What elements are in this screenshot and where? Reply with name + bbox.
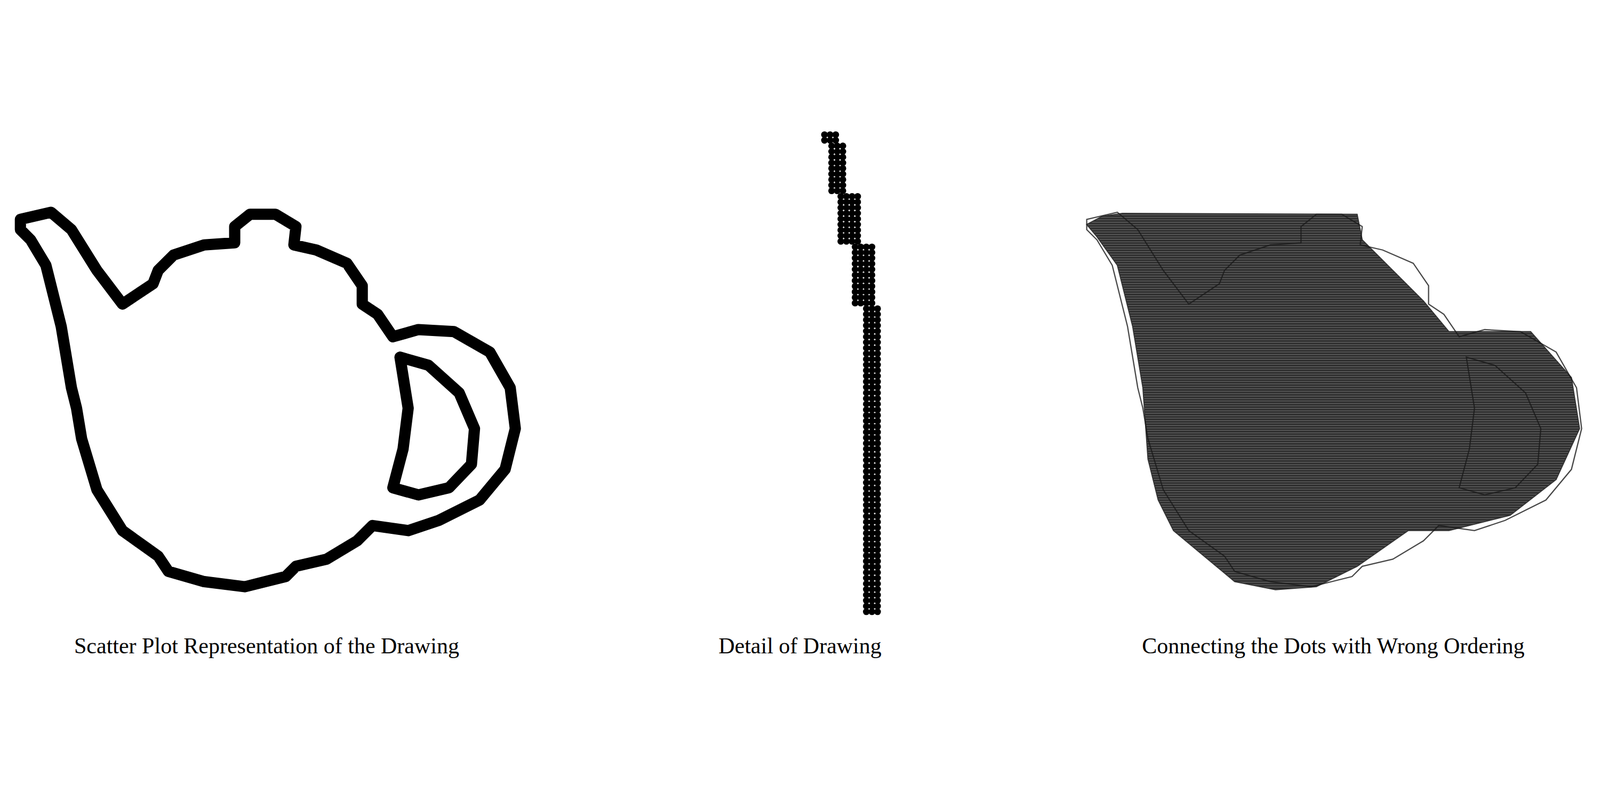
teapot-body: [20, 212, 516, 587]
scanline-fill: [1086, 213, 1580, 590]
drawing-dot: [874, 608, 882, 616]
faint-handle: [1459, 357, 1541, 495]
panel-caption: Connecting the Dots with Wrong Ordering: [1141, 632, 1525, 660]
dot-detail: [821, 131, 882, 615]
panel-caption: Detail of Drawing: [718, 632, 882, 660]
faint-outline: [1086, 212, 1582, 587]
panel-caption: Scatter Plot Representation of the Drawi…: [74, 632, 460, 660]
teapot-outline: [20, 212, 516, 587]
filled-teapot: [1086, 212, 1582, 590]
teapot-handle: [393, 357, 475, 495]
